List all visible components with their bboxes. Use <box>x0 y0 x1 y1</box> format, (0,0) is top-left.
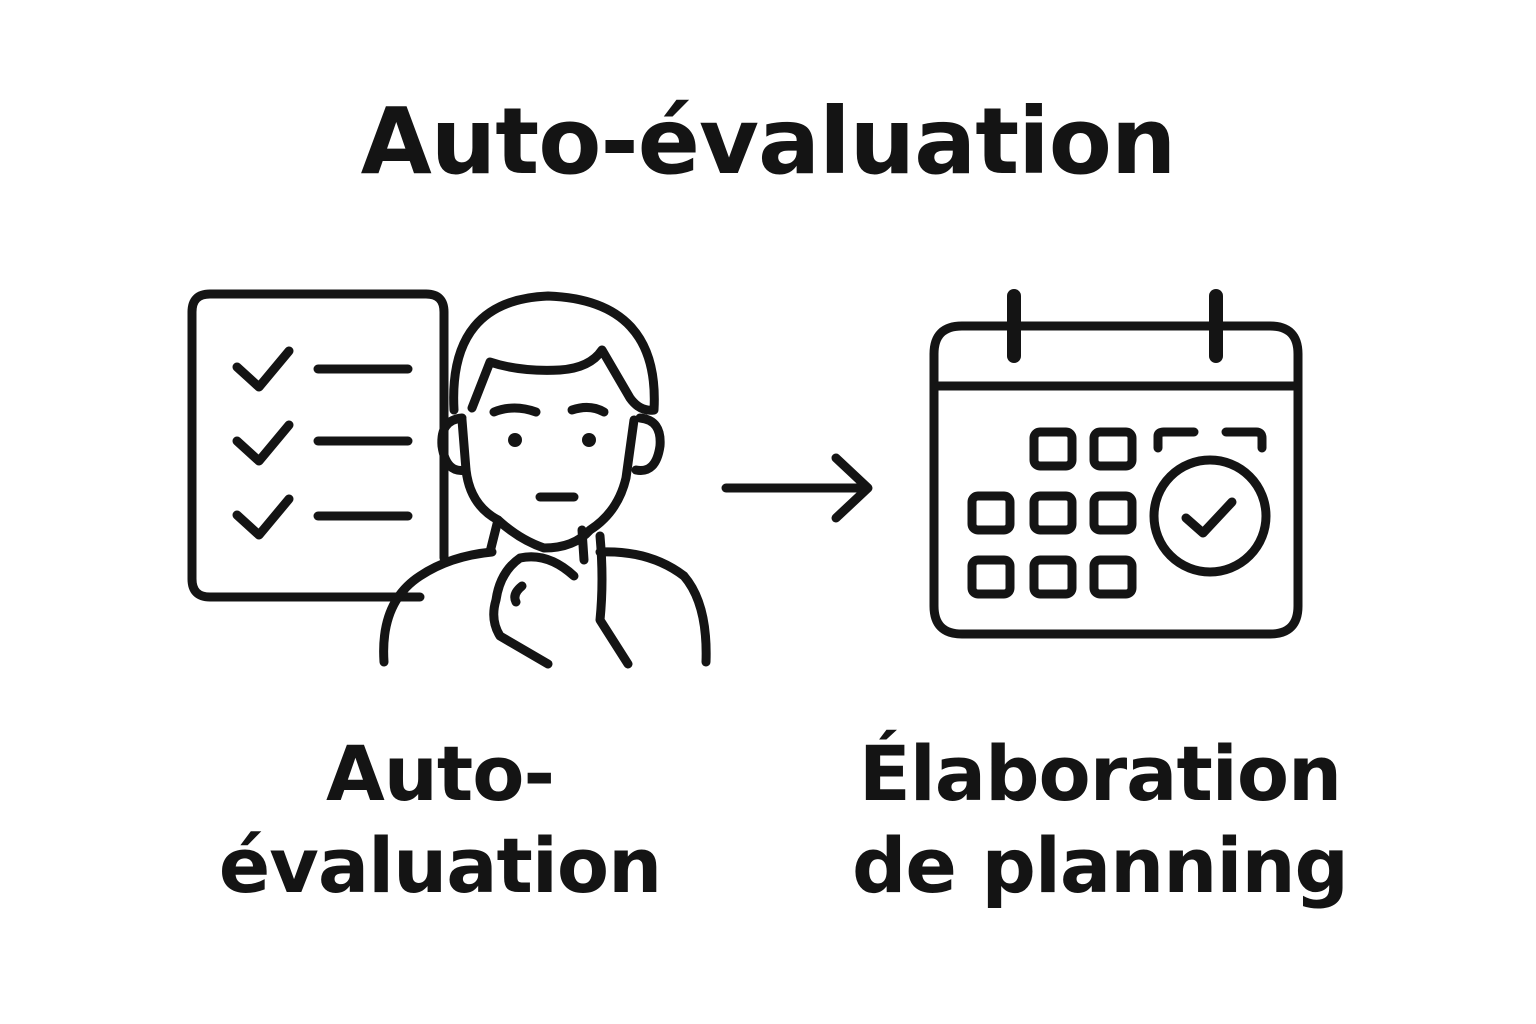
calendar-check-icon <box>929 289 1303 639</box>
step-label-planning-line1: Élaboration <box>858 729 1342 818</box>
checklist-icon <box>187 289 449 602</box>
arrow-right-icon <box>721 453 873 523</box>
check-mark-3-icon <box>232 494 294 540</box>
step-label-self-assessment-line2: évaluation <box>218 821 663 910</box>
check-mark-1-icon <box>232 346 294 392</box>
calendar-day-cell <box>1089 555 1137 599</box>
calendar-day-cell <box>1089 491 1137 535</box>
check-mark-2-icon <box>232 420 294 466</box>
step-label-self-assessment-line1: Auto- <box>325 729 555 818</box>
calendar-check-mark-icon <box>1181 497 1237 538</box>
step-label-planning-line2: de planning <box>852 821 1349 910</box>
step-label-planning: Élaboration de planning <box>840 728 1360 912</box>
calendar-check-circle <box>1149 455 1271 577</box>
calendar-day-cell <box>967 555 1015 599</box>
page-title: Auto-évaluation <box>360 88 1177 195</box>
calendar-day-cell <box>1029 491 1077 535</box>
calendar-day-cell <box>1089 427 1137 471</box>
calendar-day-cell-partial <box>1221 427 1267 453</box>
person-icon <box>379 291 711 669</box>
step-label-self-assessment: Auto- évaluation <box>180 728 700 912</box>
calendar-day-cell-partial <box>1153 427 1199 453</box>
calendar-day-cell <box>967 491 1015 535</box>
calendar-day-cell <box>1029 427 1077 471</box>
calendar-day-cell <box>1029 555 1077 599</box>
